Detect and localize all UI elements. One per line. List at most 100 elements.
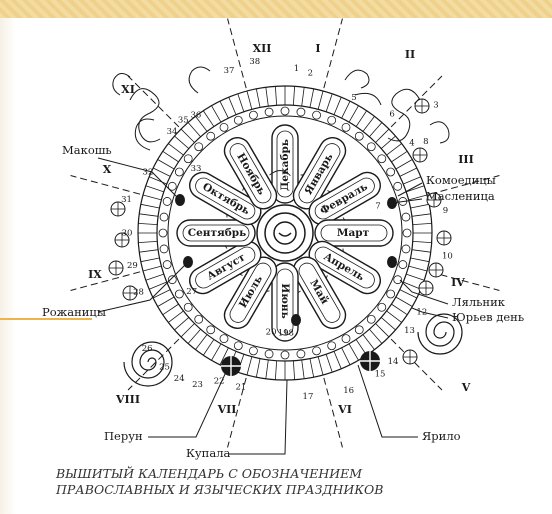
loop	[297, 350, 305, 358]
loop	[265, 108, 273, 116]
ring-tick	[391, 151, 407, 162]
day-number: 25	[159, 362, 170, 372]
loop	[281, 351, 289, 359]
loop	[378, 303, 386, 311]
ring-tick	[326, 94, 332, 112]
ring-tick	[247, 91, 252, 109]
ring-tick	[256, 359, 260, 378]
ring-tick	[356, 111, 367, 127]
loop	[342, 123, 350, 131]
day-number: 5	[351, 93, 356, 103]
loop	[195, 315, 203, 323]
ring-tick	[158, 160, 174, 170]
loop	[175, 168, 183, 176]
day-number: 13	[404, 326, 415, 336]
ring-tick	[412, 214, 431, 216]
ring-tick	[411, 258, 430, 262]
separator-line	[128, 76, 179, 127]
day-number: 3	[433, 101, 438, 111]
ring-tick	[413, 223, 432, 224]
ring-tick	[349, 106, 359, 122]
ring-tick	[141, 204, 160, 208]
month-numeral: VIII	[115, 393, 140, 406]
ring-tick	[143, 195, 161, 200]
ring-tick	[376, 324, 389, 337]
holiday-label-kupala: Купала	[186, 446, 230, 460]
month-numeral: VII	[217, 403, 237, 416]
ring-tick	[266, 360, 268, 379]
ring-tick	[403, 177, 421, 184]
holiday-dot	[291, 314, 301, 326]
ring-tick	[363, 335, 375, 350]
day-number: 37	[224, 66, 235, 76]
loop	[265, 350, 273, 358]
ring-tick	[400, 168, 417, 176]
loop	[234, 342, 242, 350]
month-numeral: IX	[88, 268, 102, 281]
ring-tick	[158, 297, 174, 307]
ring-tick	[406, 274, 424, 280]
loop	[394, 182, 402, 190]
holiday-label-rozhanicy: Рожаницы	[42, 305, 106, 319]
day-number: 33	[191, 164, 202, 174]
ring-tick	[391, 304, 407, 315]
day-number: 20	[266, 328, 277, 338]
ring-tick	[342, 348, 350, 365]
ring-tick	[302, 87, 304, 106]
caption-line-2: ПРАВОСЛАВНЫХ И ЯЗЫЧЕСКИХ ПРАЗДНИКОВ	[56, 482, 476, 498]
day-number: 8	[423, 137, 428, 147]
ring-tick	[310, 89, 314, 108]
ring-tick	[141, 258, 160, 262]
ring-tick	[138, 223, 157, 224]
ring-tick	[229, 97, 236, 115]
loop	[387, 168, 395, 176]
ring-tick	[275, 361, 276, 380]
loop	[160, 245, 168, 253]
ring-tick	[326, 354, 332, 372]
day-number: 9	[443, 206, 448, 216]
ring-tick	[302, 360, 304, 379]
holiday-label-yarilo: Ярило	[422, 429, 461, 443]
ring-tick	[411, 204, 430, 208]
holiday-label-maslenica: Масленица	[426, 189, 495, 203]
ring-tick	[139, 250, 158, 252]
ring-tick	[369, 122, 382, 136]
holiday-label-komoedicy: Комоедицы	[426, 173, 496, 187]
ring-tick	[168, 311, 183, 323]
ring-tick	[334, 97, 341, 115]
holiday-label-lyalnik: Ляльник	[452, 295, 506, 309]
day-number: 27	[186, 287, 197, 297]
month-numeral: I	[315, 42, 320, 55]
day-number: 30	[122, 229, 133, 239]
day-number: 32	[143, 167, 154, 177]
loop	[367, 315, 375, 323]
holiday-label-makosh: Макошь	[62, 143, 112, 157]
ring-tick	[293, 361, 294, 380]
ring-tick	[188, 122, 201, 136]
ring-tick	[146, 274, 164, 280]
ring-tick	[363, 116, 375, 131]
ring-tick	[139, 214, 158, 216]
ring-tick	[138, 241, 157, 242]
month-name: Сентябрь	[188, 227, 246, 239]
ring-tick	[381, 317, 395, 330]
holiday-label-yuriev-den: Юрьев день	[452, 310, 524, 324]
ring-tick	[413, 241, 432, 242]
ring-tick	[369, 329, 382, 343]
loop	[207, 326, 215, 334]
ring-tick	[376, 129, 389, 142]
day-number: 17	[303, 392, 314, 402]
ring-tick	[387, 144, 402, 156]
day-number: 19	[278, 328, 289, 338]
month-numeral: IV	[451, 276, 465, 289]
day-number: 2	[308, 68, 313, 78]
loop	[378, 155, 386, 163]
loop	[159, 229, 167, 237]
month-numeral: V	[461, 381, 471, 394]
day-number: 28	[133, 288, 144, 298]
caption-line-1: ВЫШИТЫЙ КАЛЕНДАРЬ С ОБОЗНАЧЕНИЕМ	[56, 466, 476, 482]
loop	[160, 213, 168, 221]
month-numeral: II	[405, 48, 415, 61]
day-number: 16	[343, 386, 354, 396]
